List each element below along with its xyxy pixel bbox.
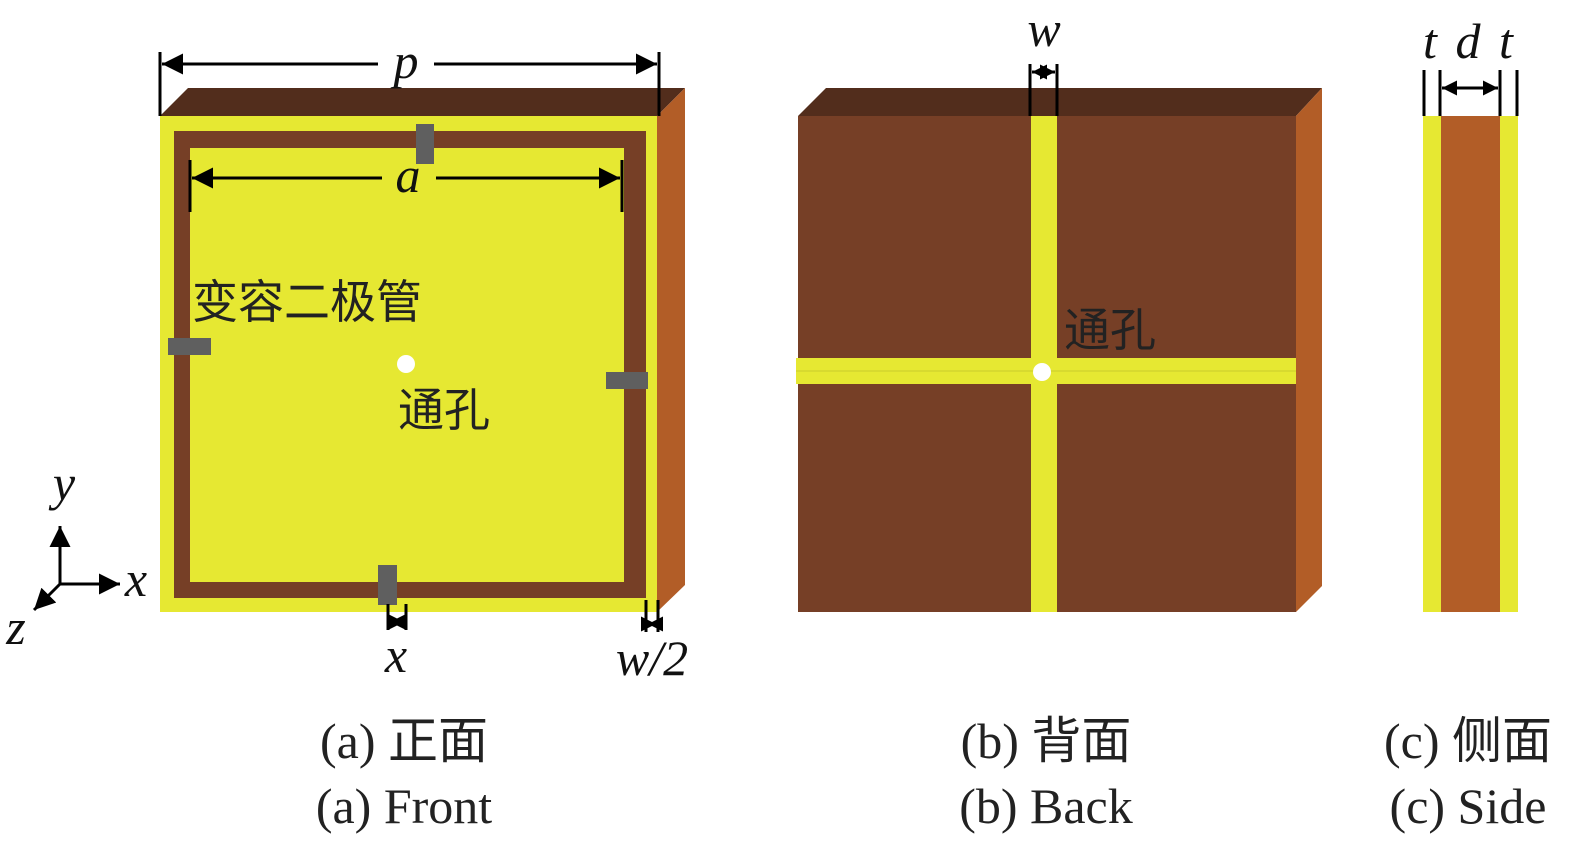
label-varactor: 变容二极管 xyxy=(192,275,422,329)
caption-back-cn: (b) 背面 xyxy=(961,713,1132,769)
axis-z-label: z xyxy=(5,599,25,655)
front-view: p a 变容二极管 通孔 x w/2 y x z (a) 正面 (a) F xyxy=(5,33,688,834)
axis-z-line xyxy=(32,582,62,612)
side-metal-right xyxy=(1500,116,1518,612)
side-substrate xyxy=(1441,116,1500,612)
back-side-face xyxy=(1296,88,1322,612)
back-view: 通孔 w (b) 背面 (b) Back xyxy=(796,1,1322,834)
varactor-left xyxy=(168,338,211,355)
back-top-face xyxy=(798,88,1322,116)
coordinate-axes: y x z xyxy=(5,455,147,655)
label-p: p xyxy=(391,33,419,89)
front-side-face xyxy=(657,88,685,612)
label-w: w xyxy=(1027,1,1060,57)
caption-front-cn: (a) 正面 xyxy=(320,713,488,769)
caption-side-en: (c) Side xyxy=(1390,778,1547,834)
label-a: a xyxy=(396,147,421,203)
back-via xyxy=(1033,363,1051,381)
front-top-face xyxy=(160,88,685,116)
caption-back-en: (b) Back xyxy=(959,778,1133,834)
axis-x-label: x xyxy=(124,551,147,607)
label-d: d xyxy=(1456,13,1482,69)
label-x: x xyxy=(384,627,407,683)
front-via xyxy=(397,355,415,373)
caption-side-cn: (c) 侧面 xyxy=(1384,713,1552,769)
axis-y-label: y xyxy=(48,455,76,511)
label-t-left: t xyxy=(1423,13,1438,69)
varactor-bottom xyxy=(378,565,397,605)
label-front-via: 通孔 xyxy=(398,383,490,437)
label-w2: w/2 xyxy=(616,630,688,686)
varactor-top xyxy=(416,124,434,164)
caption-front-en: (a) Front xyxy=(316,778,492,834)
label-back-via: 通孔 xyxy=(1064,303,1156,357)
label-t-right: t xyxy=(1499,13,1514,69)
varactor-right xyxy=(606,372,648,389)
side-view: t d t (c) 侧面 (c) Side xyxy=(1384,13,1552,834)
side-metal-left xyxy=(1423,116,1441,612)
